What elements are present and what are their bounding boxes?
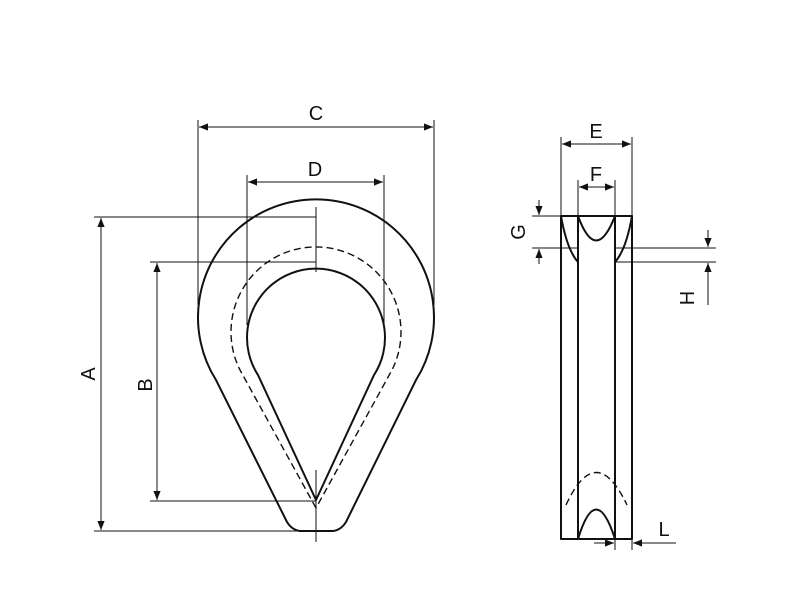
dimension-h: H [615, 230, 716, 305]
thimble-inner-eye [246, 267, 386, 501]
label-l: L [658, 519, 669, 541]
dimension-g: G [508, 200, 578, 264]
side-bottom-groove [577, 508, 616, 540]
side-top-flare-right [614, 215, 633, 263]
dimension-l: L [594, 519, 676, 550]
dimension-e: E [560, 121, 633, 216]
thimble-side-view [560, 215, 633, 540]
label-g: G [508, 224, 530, 240]
dimension-b: B [135, 261, 316, 502]
label-a: A [78, 367, 100, 381]
side-top-flare-left [560, 215, 579, 263]
side-outer-body [560, 215, 633, 540]
side-bottom-hidden-line [565, 472, 628, 506]
label-f: F [590, 164, 602, 186]
thimble-groove-hidden-line [230, 246, 402, 510]
dimension-a: A [78, 216, 316, 532]
label-e: E [589, 121, 602, 143]
dimension-f: F [577, 164, 616, 216]
side-top-groove [577, 215, 616, 242]
label-h: H [677, 291, 699, 305]
dimension-d: D [246, 159, 385, 325]
label-c: C [309, 103, 323, 125]
thimble-outer-contour [197, 198, 435, 532]
label-b: B [135, 378, 157, 391]
dimension-c: C [197, 103, 435, 305]
label-d: D [308, 159, 322, 181]
thimble-front-view [197, 198, 435, 542]
